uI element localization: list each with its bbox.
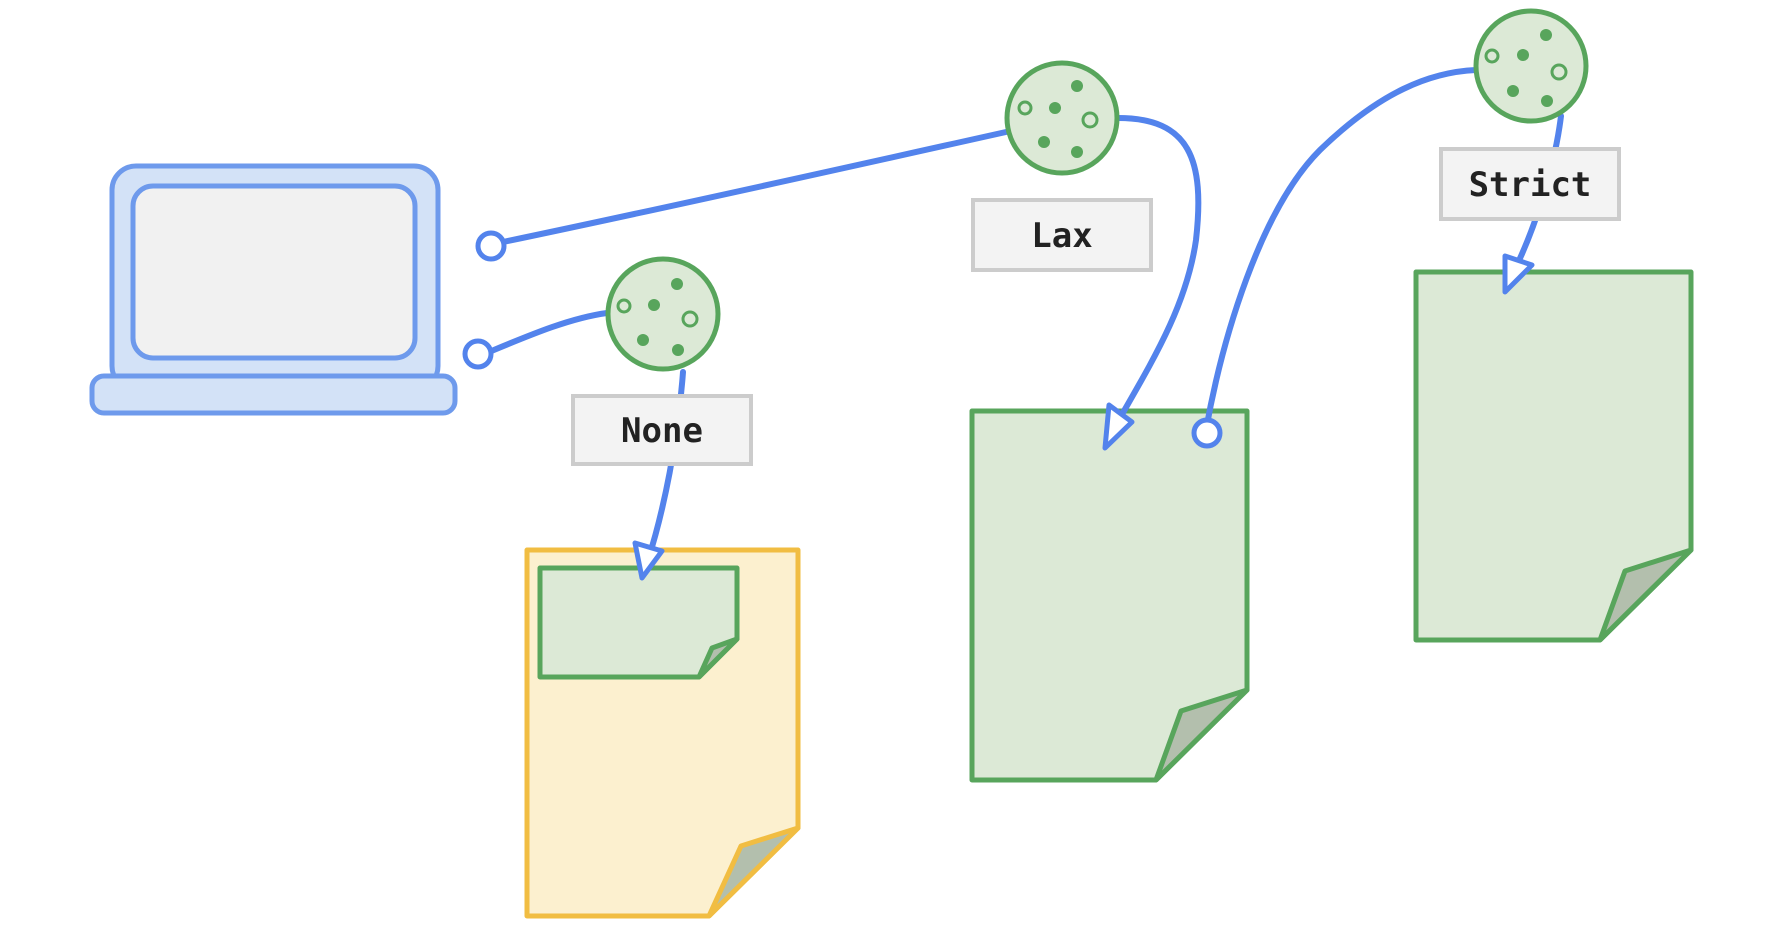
page-cross-site-none: [524, 547, 801, 919]
origin-circle-lax-page: [1191, 417, 1223, 449]
label-none-text: None: [621, 411, 703, 451]
arrow-laptop-to-none-cookie: [486, 310, 610, 355]
laptop-icon: [89, 163, 458, 416]
origin-circle-laptop-top: [475, 230, 507, 262]
label-strict: Strict: [1439, 147, 1621, 221]
arrow-page-to-strict-cookie: [1203, 67, 1479, 433]
embedded-document-fold: [696, 636, 740, 680]
arrowhead-strict: [1502, 253, 1535, 295]
cookie-icon-none: [605, 256, 721, 372]
arrowhead-lax: [1102, 402, 1135, 451]
laptop-screen: [130, 183, 418, 361]
label-lax: Lax: [971, 198, 1153, 272]
cookie-icon-lax: [1004, 60, 1120, 176]
document-fold: [1153, 687, 1250, 783]
label-none: None: [571, 394, 753, 466]
cookie-icon-strict: [1473, 8, 1589, 124]
arrowhead-none: [632, 540, 665, 581]
label-lax-text: Lax: [1031, 216, 1092, 256]
laptop-base: [89, 373, 458, 416]
page-lax: [969, 408, 1250, 783]
origin-circle-laptop-bottom: [462, 338, 494, 370]
arrow-lax-cookie-to-page: [1109, 115, 1202, 435]
document-fold: [706, 825, 801, 919]
page-strict: [1413, 269, 1694, 643]
document-fold: [1597, 547, 1694, 643]
arrows: [462, 67, 1564, 581]
label-strict-text: Strict: [1469, 165, 1592, 205]
arrow-laptop-to-lax-cookie: [500, 129, 1009, 245]
